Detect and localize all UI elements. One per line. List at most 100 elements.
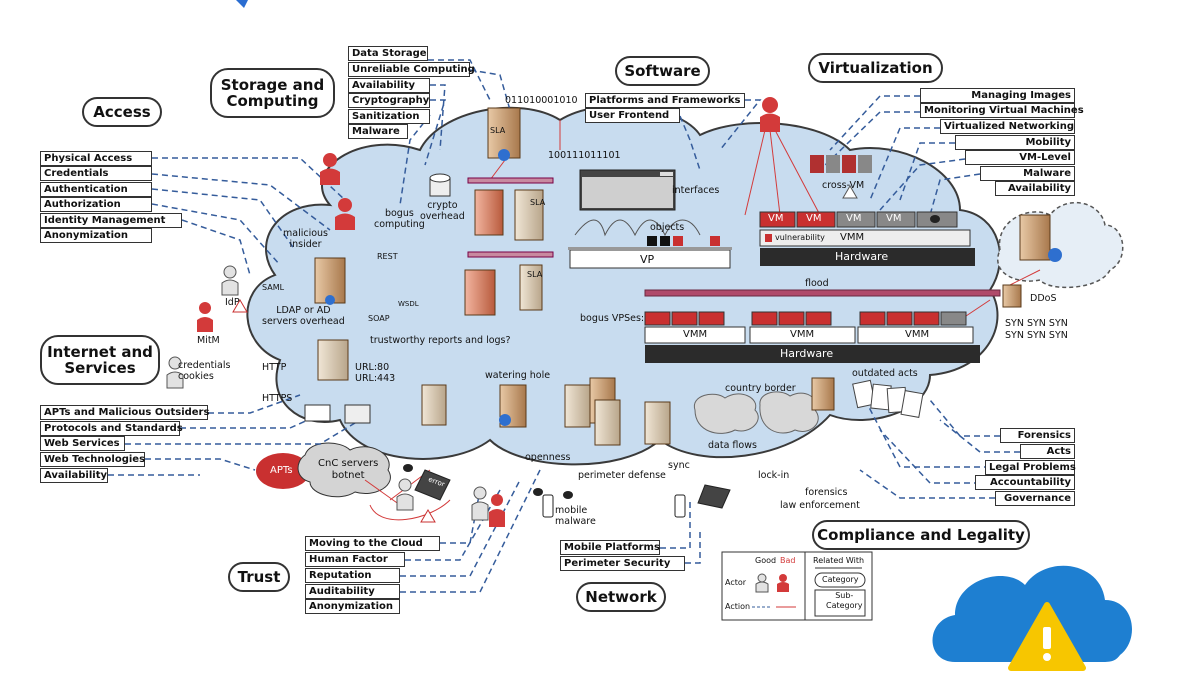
legend-related-with: Related With [813, 556, 865, 565]
category-virtualization: Virtualization [808, 53, 943, 83]
cnc-label: CnC servers botnet [318, 458, 379, 481]
hardware-label-top: Hardware [835, 250, 889, 263]
ddos-label: DDoS [1030, 293, 1057, 304]
bogus-computing-label: bogus computing [374, 208, 425, 230]
cnc-cloud [297, 442, 391, 498]
mobile-malware-label: mobile malware [555, 505, 596, 527]
vmm-label-b1: VMM [683, 329, 708, 340]
vulnerability-label: vulnerability [775, 233, 825, 242]
outdated-acts-label: outdated acts [852, 368, 918, 379]
idp-label: IdP [225, 297, 240, 308]
https-label: HTTPS [262, 393, 293, 404]
legend-good: Good [755, 556, 777, 565]
sub-auditability: Auditability [305, 584, 400, 599]
ldap-label: LDAP or AD servers overhead [262, 305, 345, 327]
syn-label: SYN SYN SYN SYN SYN SYN [1005, 318, 1068, 341]
sub-forensics: Forensics [1000, 428, 1075, 443]
sub-protocols-standards: Protocols and Standards [40, 421, 183, 436]
vp-panel [568, 219, 732, 269]
vm-label-3: VM [846, 213, 862, 224]
sub-moving-cloud: Moving to the Cloud [305, 536, 440, 551]
database-icon [429, 173, 451, 197]
legend-action: Action [725, 602, 751, 611]
software-window [579, 169, 676, 211]
category-access: Access [82, 97, 162, 127]
sub-reputation: Reputation [305, 568, 400, 583]
vm-stack-bottom [644, 311, 980, 363]
sub-cryptography: Cryptography [348, 93, 430, 108]
vm-label-4: VM [886, 213, 902, 224]
trustworthy-label: trustworthy reports and logs? [370, 335, 511, 346]
sub-credentials: Credentials [40, 166, 152, 181]
vp-label: VP [640, 253, 655, 266]
border-cloud-left [693, 393, 759, 434]
vm-label-1: VM [768, 213, 784, 224]
category-storage-computing: Storage and Computing [210, 68, 335, 118]
legend-bad: Bad [780, 556, 796, 565]
sub-governance: Governance [995, 491, 1075, 506]
person-icons [166, 97, 780, 527]
sub-monitoring-vms: Monitoring Virtual Machines [920, 103, 1084, 118]
sub-authorization: Authorization [40, 197, 152, 212]
vm-label-2: VM [806, 213, 822, 224]
sub-web-services: Web Services [40, 436, 125, 451]
warning-triangles [232, 185, 858, 523]
sub-data-storage: Data Storage [348, 46, 428, 61]
sub-availability-internet: Availability [40, 468, 108, 483]
sub-physical-access: Physical Access [40, 151, 152, 166]
credentials-cookies-label: credentials cookies [178, 360, 231, 382]
warning-cloud-icon [932, 565, 1132, 671]
vmm-label-top: VMM [840, 232, 865, 243]
sub-malware-virt: Malware [980, 166, 1075, 181]
bogus-vpses-label: bogus VPSes: [580, 313, 645, 324]
binary-string-1: 011010001010 [505, 95, 578, 106]
category-network: Network [576, 582, 666, 612]
sub-mobile-platforms: Mobile Platforms [560, 540, 660, 555]
border-cloud-right [759, 391, 819, 434]
legend-actor: Actor [725, 578, 747, 587]
sub-virtualized-networking: Virtualized Networking [940, 119, 1075, 134]
sub-malware-storage: Malware [348, 124, 408, 139]
bug-icons [403, 215, 940, 499]
sub-vm-level: VM-Level [965, 150, 1075, 165]
sub-identity-management: Identity Management [40, 213, 182, 228]
category-trust: Trust [228, 562, 290, 592]
binary-string-2: 100111011101 [548, 150, 621, 161]
external-cloud [997, 201, 1124, 289]
data-flows-label: data flows [708, 440, 757, 451]
sub-user-frontend: User Frontend [585, 108, 680, 123]
sub-authentication: Authentication [40, 182, 152, 197]
bar-top [467, 177, 554, 184]
sub-unreliable-computing: Unreliable Computing [348, 62, 475, 77]
legend-category: Category [822, 575, 859, 584]
sub-platforms-frameworks: Platforms and Frameworks [585, 93, 745, 108]
sub-availability: Availability [348, 78, 430, 93]
category-internet-services: Internet and Services [40, 335, 160, 385]
legend-box [721, 551, 873, 621]
connector-lines [108, 59, 1020, 593]
apts-label: APTs [270, 465, 293, 476]
sub-anonymization-trust: Anonymization [305, 599, 400, 614]
apts-cloud [256, 453, 310, 489]
sub-managing-images: Managing Images [920, 88, 1075, 103]
sub-availability-virt: Availability [995, 181, 1075, 196]
sub-web-technologies: Web Technologies [40, 452, 145, 467]
cross-vm-label: cross-VM [822, 180, 865, 191]
interfaces-label: interfaces [672, 185, 720, 196]
category-compliance-legality: Compliance and Legality [812, 520, 1030, 550]
globe-icons [325, 149, 1062, 426]
sub-anonymization: Anonymization [40, 228, 152, 243]
lock-in-label: lock-in [758, 470, 790, 481]
perimeter-defense-label: perimeter defense [578, 470, 666, 481]
legend-subcategory: Sub- Category [826, 591, 863, 610]
objects-label: objects [650, 222, 685, 233]
sub-legal-problems: Legal Problems [985, 460, 1076, 475]
flood-bar [644, 289, 1001, 297]
url-label: URL:80 URL:443 [355, 362, 396, 384]
forensics-label: forensics [805, 487, 848, 498]
hardware-label-bottom: Hardware [780, 347, 834, 360]
bar-mid [467, 251, 554, 258]
sub-human-factor: Human Factor [305, 552, 405, 567]
